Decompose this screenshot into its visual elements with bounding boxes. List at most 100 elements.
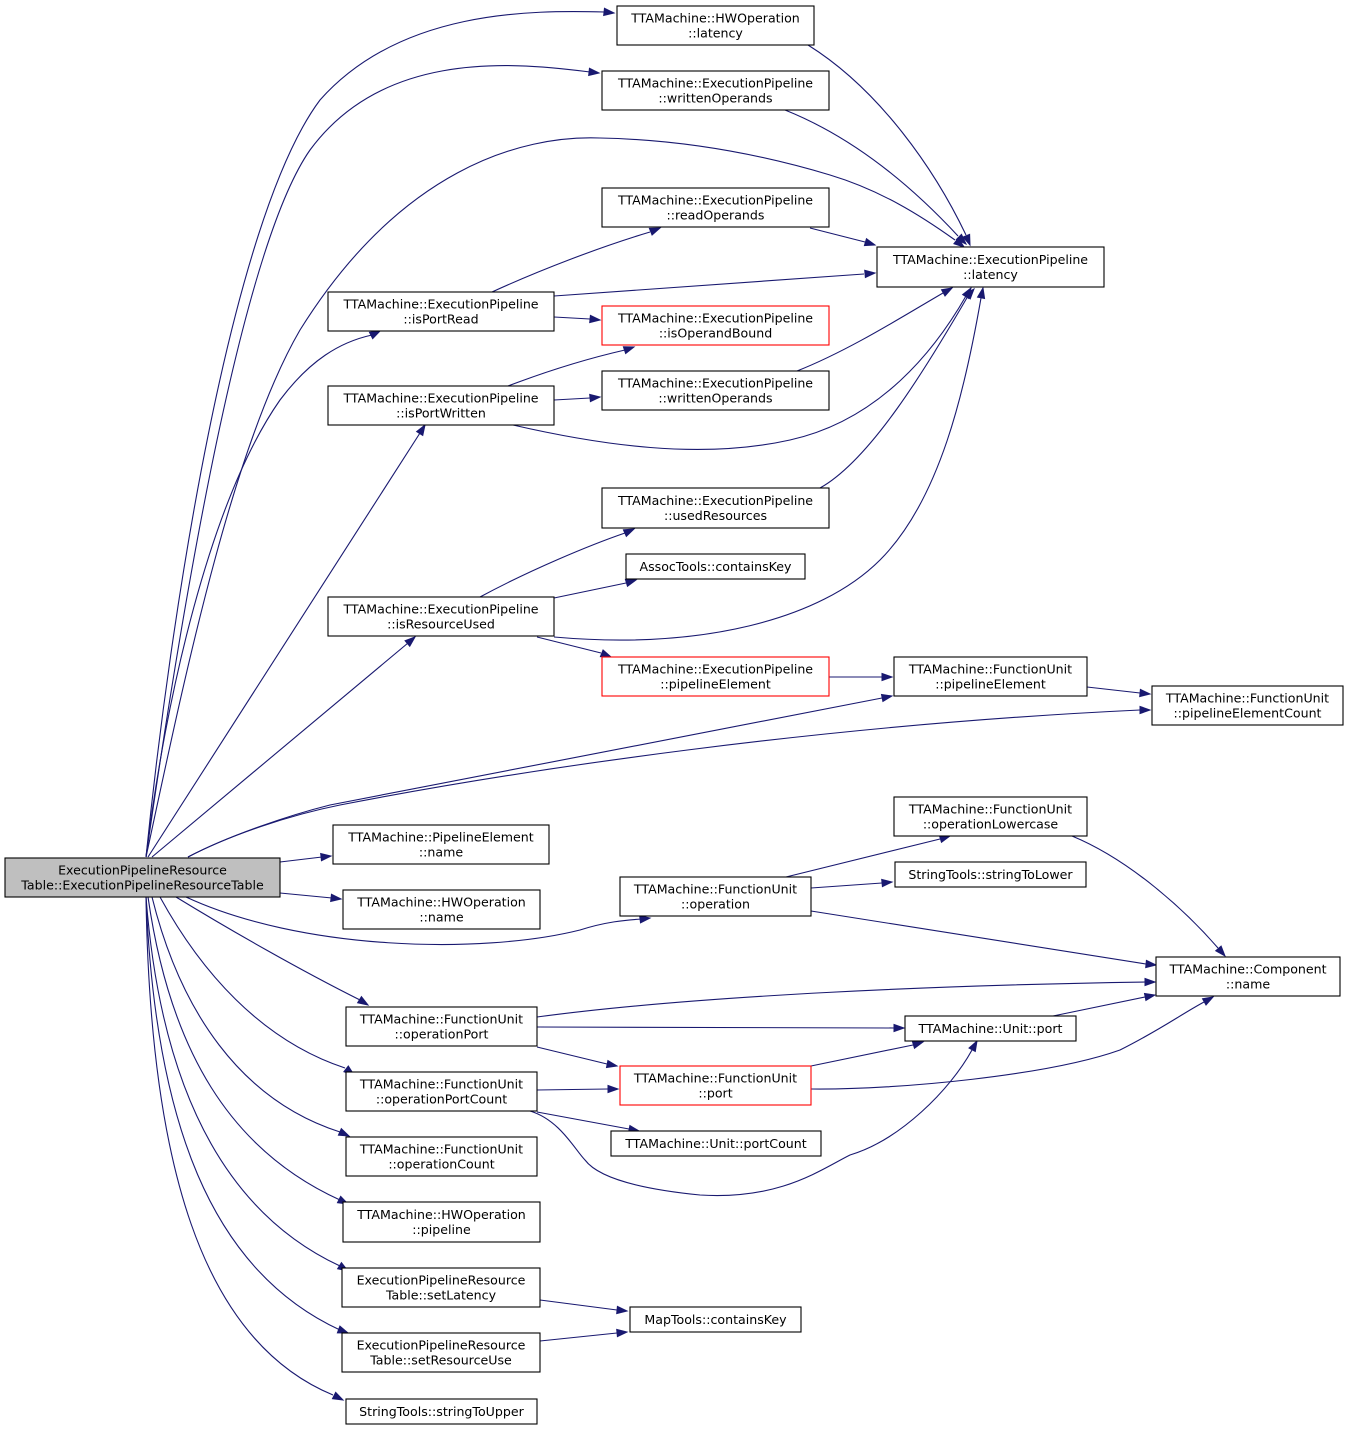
arrowhead-icon xyxy=(622,346,636,355)
node-box xyxy=(327,385,555,426)
node-component_name[interactable]: TTAMachine::Component::name xyxy=(1155,956,1341,997)
node-label-line: TTAMachine::ExecutionPipeline xyxy=(892,252,1088,267)
node-string_toLower[interactable]: StringTools::stringToLower xyxy=(894,861,1087,888)
node-fu_pipelineElement[interactable]: TTAMachine::FunctionUnit::pipelineElemen… xyxy=(893,656,1088,697)
edge-root-to-ep_isResourceUsed xyxy=(151,636,417,858)
node-box xyxy=(332,824,550,865)
edge-line xyxy=(536,1046,608,1065)
node-label-line: StringTools::stringToLower xyxy=(908,867,1073,882)
edge-fu_operation-to-string_toLower xyxy=(810,878,894,889)
node-box xyxy=(893,656,1088,697)
node-fu_operationPortCount[interactable]: TTAMachine::FunctionUnit::operationPortC… xyxy=(345,1071,538,1112)
node-box xyxy=(601,370,830,411)
node-map_containsKey[interactable]: MapTools::containsKey xyxy=(629,1306,802,1333)
node-label-line: Table::setLatency xyxy=(385,1288,497,1303)
arrowhead-icon xyxy=(1144,977,1157,987)
node-fu_operationCount[interactable]: TTAMachine::FunctionUnit::operationCount xyxy=(345,1136,538,1177)
node-ep_readOperands[interactable]: TTAMachine::ExecutionPipeline::readOpera… xyxy=(601,187,830,228)
arrowhead-icon xyxy=(639,915,652,924)
node-box xyxy=(327,291,555,332)
edge-line xyxy=(553,397,591,401)
node-label-line: TTAMachine::FunctionUnit xyxy=(1165,691,1329,706)
node-hwop_latency[interactable]: TTAMachine::HWOperation::latency xyxy=(616,5,815,46)
edge-line xyxy=(145,65,591,858)
node-ep_pipelineElement[interactable]: TTAMachine::ExecutionPipeline::pipelineE… xyxy=(601,656,830,697)
node-label-line: TTAMachine::FunctionUnit xyxy=(633,882,797,897)
edge-line xyxy=(1086,686,1141,694)
edge-fu_operationLowercase-to-component_name xyxy=(1071,835,1226,958)
edge-ep_isPortRead-to-ep_latency xyxy=(553,269,877,297)
node-fu_pipelineElementCount[interactable]: TTAMachine::FunctionUnit::pipelineElemen… xyxy=(1151,685,1344,726)
node-string_toUpper[interactable]: StringTools::stringToUpper xyxy=(345,1398,538,1425)
edge-root-to-hwop_latency xyxy=(145,7,616,858)
node-label-line: TTAMachine::FunctionUnit xyxy=(633,1071,797,1086)
arrowhead-icon xyxy=(953,237,966,248)
edge-line xyxy=(553,297,982,641)
node-eprt_setResourceUse[interactable]: ExecutionPipelineResourceTable::setResou… xyxy=(341,1332,541,1373)
arrowhead-icon xyxy=(616,1328,629,1338)
edge-line xyxy=(147,896,341,1201)
node-label-line: ::name xyxy=(419,845,463,860)
node-label-line: Table::ExecutionPipelineResourceTable xyxy=(20,878,264,893)
edge-line xyxy=(536,1026,895,1029)
edge-line xyxy=(536,636,602,654)
edge-ep_pipelineElement-to-fu_pipelineElement xyxy=(829,672,894,682)
edge-root-to-fu_pipelineElementCount xyxy=(187,705,1152,858)
edge-line xyxy=(810,1044,914,1067)
edge-line xyxy=(1071,835,1219,949)
edge-line xyxy=(796,292,944,372)
edge-fu_pipelineElement-to-fu_pipelineElementCount xyxy=(1086,686,1152,698)
node-ep_isResourceUsed[interactable]: TTAMachine::ExecutionPipeline::isResourc… xyxy=(327,596,555,637)
node-box xyxy=(4,857,281,898)
arrowhead-icon xyxy=(968,1039,978,1053)
node-fu_port[interactable]: TTAMachine::FunctionUnit::port xyxy=(619,1065,812,1106)
edge-fu_operationPortCount-to-unit_port xyxy=(529,1039,978,1197)
node-label-line: TTAMachine::ExecutionPipeline xyxy=(617,376,813,391)
node-ep_isPortRead[interactable]: TTAMachine::ExecutionPipeline::isPortRea… xyxy=(327,291,555,332)
edge-line xyxy=(147,432,421,858)
edge-line xyxy=(187,709,1141,858)
node-fu_operationLowercase[interactable]: TTAMachine::FunctionUnit::operationLower… xyxy=(893,796,1088,837)
edge-line xyxy=(536,1111,630,1130)
node-ep_usedResources[interactable]: TTAMachine::ExecutionPipeline::usedResou… xyxy=(601,487,830,529)
node-assoc_containsKey[interactable]: AssocTools::containsKey xyxy=(625,553,806,580)
node-hwop_name[interactable]: TTAMachine::HWOperation::name xyxy=(342,889,541,930)
edge-line xyxy=(529,1049,973,1197)
arrowhead-icon xyxy=(330,893,343,903)
edge-ep_writtenOperands_top-to-ep_latency xyxy=(784,109,968,246)
node-ep_writtenOperands_top[interactable]: TTAMachine::ExecutionPipeline::writtenOp… xyxy=(601,70,830,111)
edge-line xyxy=(807,44,967,236)
node-fu_operationPort[interactable]: TTAMachine::FunctionUnit::operationPort xyxy=(345,1006,538,1047)
edge-root-to-ep_latency xyxy=(145,137,966,858)
edge-line xyxy=(175,896,361,1001)
arrowhead-icon xyxy=(911,1040,925,1050)
node-eprt_setLatency[interactable]: ExecutionPipelineResourceTable::setLaten… xyxy=(341,1267,541,1308)
edge-root-to-fu_operationCount xyxy=(151,896,351,1137)
edge-fu_operationPort-to-fu_port xyxy=(536,1046,619,1069)
node-label-line: TTAMachine::ExecutionPipeline xyxy=(617,493,813,508)
node-pe_name[interactable]: TTAMachine::PipelineElement::name xyxy=(332,824,550,865)
arrowhead-icon xyxy=(404,636,417,648)
node-ep_isPortWritten[interactable]: TTAMachine::ExecutionPipeline::isPortWri… xyxy=(327,385,555,426)
node-ep_writtenOperands_mid[interactable]: TTAMachine::ExecutionPipeline::writtenOp… xyxy=(601,370,830,411)
node-hwop_pipeline[interactable]: TTAMachine::HWOperation::pipeline xyxy=(342,1201,541,1243)
node-label-line: ::isResourceUsed xyxy=(387,617,495,632)
node-ep_isOperandBound[interactable]: TTAMachine::ExecutionPipeline::isOperand… xyxy=(601,305,830,346)
edge-ep_isResourceUsed-to-ep_latency xyxy=(553,286,986,641)
node-unit_portCount[interactable]: TTAMachine::Unit::portCount xyxy=(610,1130,822,1157)
node-ep_latency[interactable]: TTAMachine::ExecutionPipeline::latency xyxy=(876,246,1105,288)
node-label-line: ::port xyxy=(698,1086,732,1101)
edge-root-to-fu_operationPort xyxy=(175,896,370,1006)
node-box xyxy=(345,1136,538,1177)
edge-ep_isResourceUsed-to-assoc_containsKey xyxy=(553,578,638,599)
edge-line xyxy=(553,273,865,297)
node-unit_port[interactable]: TTAMachine::Unit::port xyxy=(904,1015,1077,1042)
node-box xyxy=(904,1015,1077,1042)
node-label-line: TTAMachine::FunctionUnit xyxy=(359,1012,523,1027)
node-box xyxy=(345,1071,538,1112)
node-fu_operation[interactable]: TTAMachine::FunctionUnit::operation xyxy=(619,876,812,917)
edge-ep_isResourceUsed-to-ep_usedResources xyxy=(479,528,636,598)
node-box xyxy=(629,1306,802,1333)
edge-root-to-ep_isPortRead xyxy=(145,330,382,858)
node-box xyxy=(601,187,830,228)
